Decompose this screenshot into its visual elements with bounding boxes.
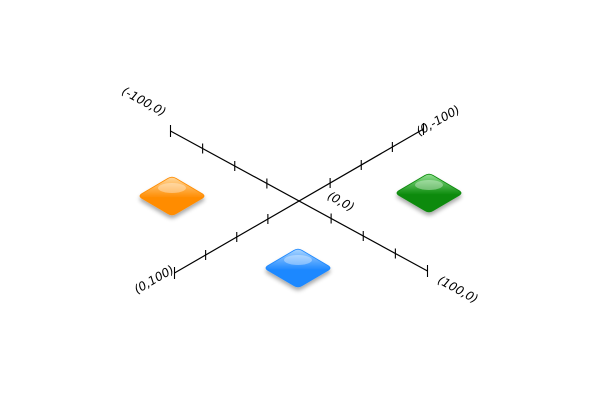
y-axis-max-label: (0,100) <box>132 263 177 297</box>
orange-diamond <box>139 176 205 216</box>
x-axis-min-label: (-100,0) <box>119 84 168 119</box>
blue-diamond <box>265 248 331 288</box>
y-axis-line <box>174 128 424 274</box>
markers <box>139 173 462 288</box>
green-diamond <box>396 173 462 213</box>
origin-label: (0,0) <box>325 189 357 215</box>
axis-ticks <box>169 123 429 279</box>
y-axis-min-label: (0,-100) <box>414 102 463 138</box>
x-axis-max-label: (100,0) <box>435 273 480 306</box>
